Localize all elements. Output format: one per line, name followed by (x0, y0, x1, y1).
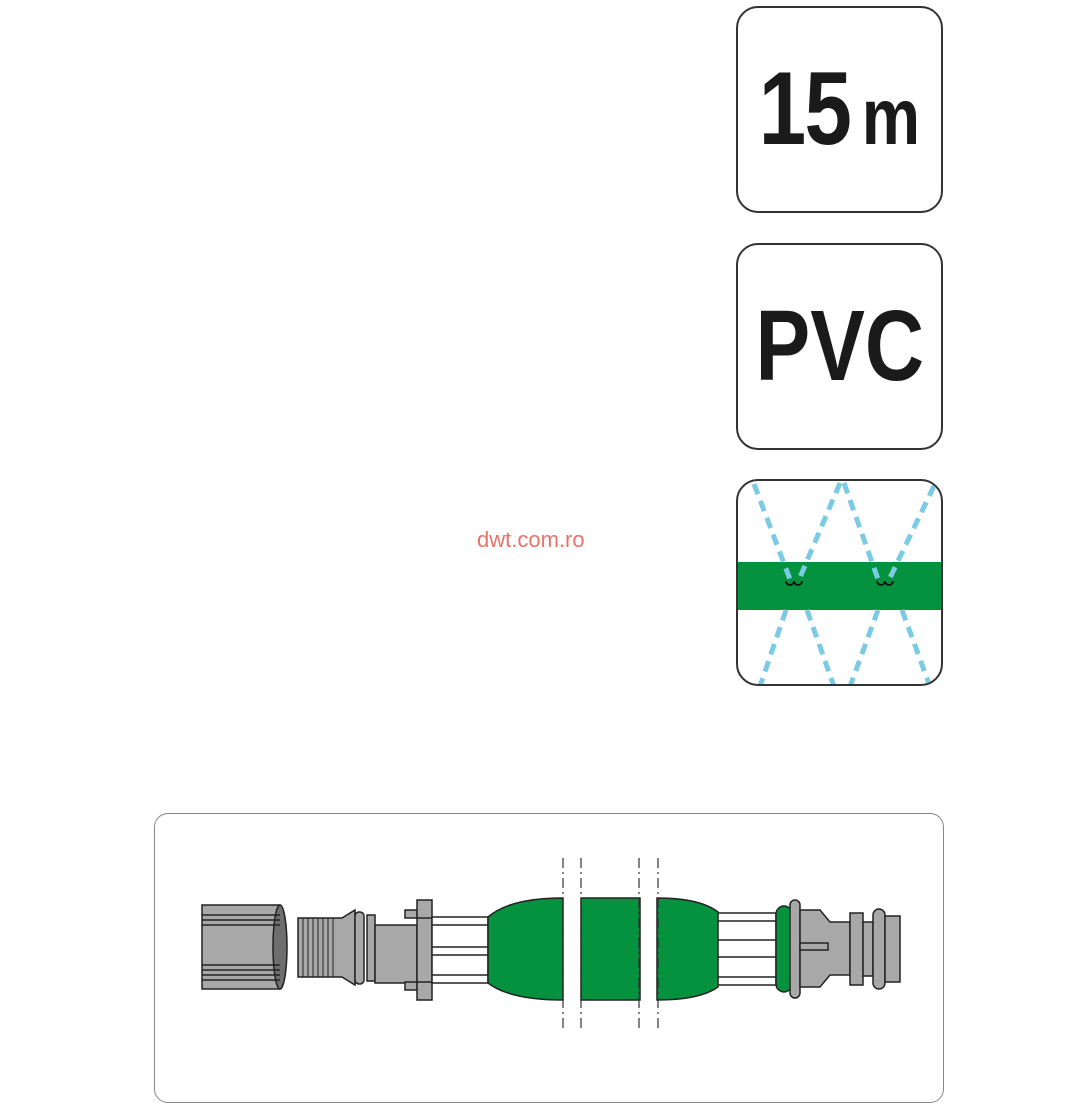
material-badge: PVC (736, 243, 943, 450)
material-label: PVC (755, 290, 924, 402)
sprinkler-badge (736, 479, 943, 686)
watermark: dwt.com.ro (477, 527, 585, 552)
hose-cap (201, 904, 288, 990)
length-unit: m (861, 72, 921, 161)
cut-lines (562, 858, 659, 1032)
length-value: 15 (758, 51, 852, 167)
hose-connector-diagram (201, 858, 901, 1032)
sprinkler-hose-icon (738, 482, 941, 684)
